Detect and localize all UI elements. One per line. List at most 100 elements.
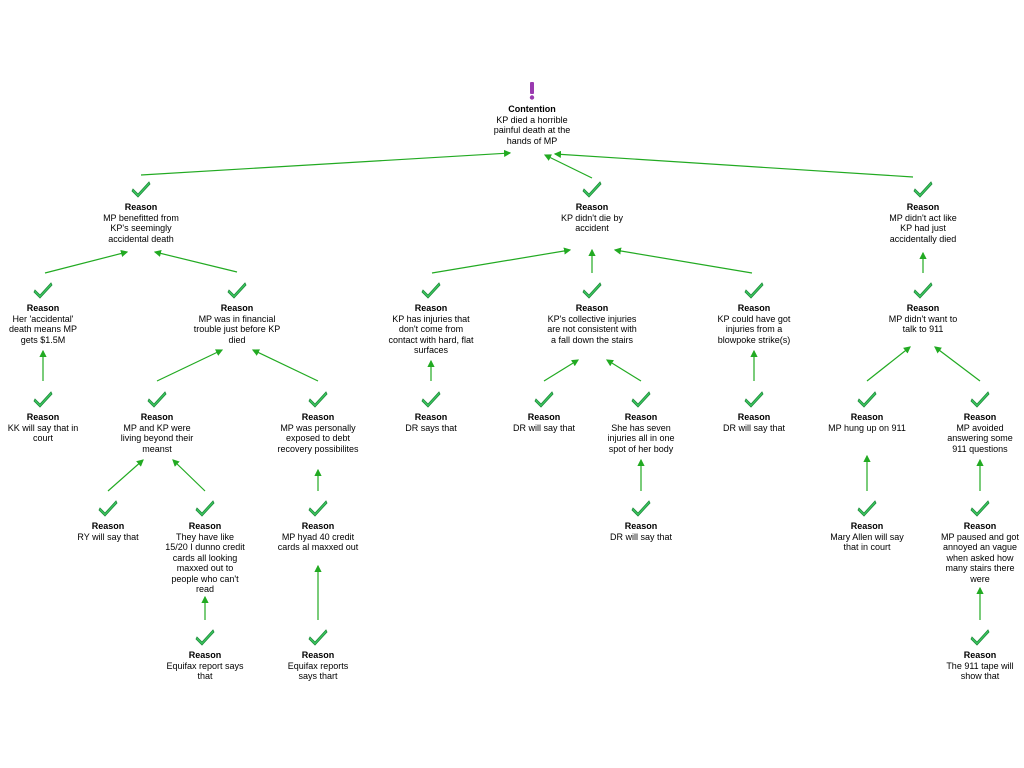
node-type: Reason	[188, 650, 222, 660]
check-icon	[278, 628, 358, 646]
node-text: MP was in financial trouble just before …	[193, 314, 281, 345]
support-arrow	[140, 149, 512, 176]
node-text: DR will say that	[609, 532, 672, 542]
node-text: Her 'accidental' death means MP gets $1.…	[8, 314, 78, 345]
support-arrow	[153, 249, 238, 273]
check-icon	[940, 628, 1020, 646]
node-text: MP avoided answering some 911 questions	[947, 423, 1013, 454]
node-type: Reason	[414, 412, 448, 422]
node-type: Reason	[906, 303, 940, 313]
node-type: Reason	[301, 650, 335, 660]
check-icon	[711, 281, 797, 299]
support-arrow	[44, 250, 129, 274]
node-text: KP didn't die by accident	[560, 213, 624, 234]
node-text: MP hyad 40 credit cards al maxxed out	[277, 532, 359, 553]
node-text: KP died a horrible painful death at the …	[493, 115, 571, 146]
node-text: MP paused and got annoyed an vague when …	[941, 532, 1019, 584]
node-text: KP has injuries that don't come from con…	[388, 314, 474, 356]
check-icon	[274, 390, 362, 408]
check-icon	[191, 281, 283, 299]
support-arrow	[107, 459, 144, 492]
node-type: Reason	[963, 412, 997, 422]
exclamation-icon	[486, 82, 578, 100]
check-icon	[714, 390, 794, 408]
node-text: DR says that	[405, 423, 457, 433]
node-type: Reason	[850, 521, 884, 531]
node-text: They have like 15/20 I dunno credit card…	[165, 532, 245, 595]
node-type: Reason	[963, 521, 997, 531]
node-type: Reason	[737, 303, 771, 313]
check-icon	[601, 499, 681, 517]
check-icon	[95, 180, 187, 198]
check-icon	[883, 180, 963, 198]
node-type: Reason	[124, 202, 158, 212]
node-type: Contention	[508, 104, 556, 114]
support-arrow	[553, 150, 914, 178]
node-type: Reason	[963, 650, 997, 660]
node-type: Reason	[414, 303, 448, 313]
node-text: MP and KP were living beyond their means…	[120, 423, 194, 454]
support-arrow	[543, 359, 580, 382]
support-arrow	[251, 349, 319, 382]
node-type: Reason	[188, 521, 222, 531]
check-icon	[552, 180, 632, 198]
node-text: MP didn't want to talk to 911	[888, 314, 958, 335]
check-icon	[601, 390, 681, 408]
node-text: Equifax reports says thart	[287, 661, 349, 682]
node-text: KK will say that in court	[7, 423, 79, 444]
node-text: Equifax report says that	[166, 661, 244, 682]
node-type: Reason	[737, 412, 771, 422]
check-icon	[546, 281, 638, 299]
node-type: Reason	[26, 412, 60, 422]
node-type: Reason	[91, 521, 125, 531]
node-type: Reason	[301, 412, 335, 422]
support-arrow	[613, 247, 753, 274]
node-text: DR will say that	[722, 423, 785, 433]
check-icon	[391, 390, 471, 408]
node-type: Reason	[140, 412, 174, 422]
support-arrow	[172, 459, 206, 492]
node-text: KP's collective injuries are not consist…	[547, 314, 637, 345]
node-type: Reason	[624, 521, 658, 531]
node-type: Reason	[220, 303, 254, 313]
node-type: Reason	[527, 412, 561, 422]
check-icon	[827, 499, 907, 517]
node-text: KP could have got injuries from a blowpo…	[717, 314, 791, 345]
check-icon	[504, 390, 584, 408]
support-arrow	[543, 154, 593, 179]
node-text: MP didn't act like KP had just accidenta…	[889, 213, 957, 244]
check-icon	[940, 390, 1020, 408]
check-icon	[938, 499, 1022, 517]
check-icon	[164, 499, 246, 517]
node-text: RY will say that	[77, 532, 139, 542]
